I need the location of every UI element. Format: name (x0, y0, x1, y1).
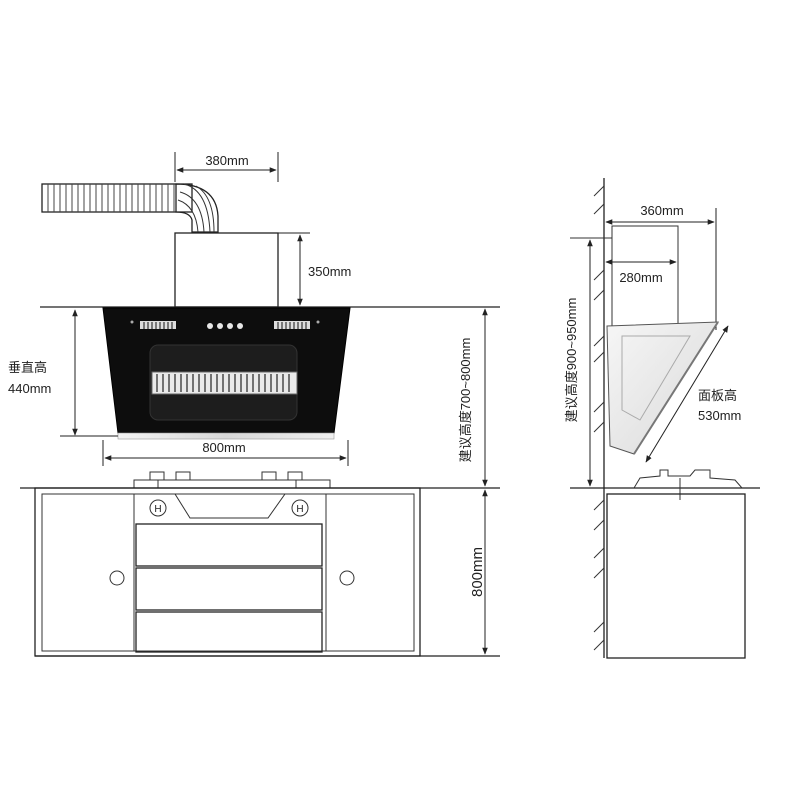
left-grille-strip (140, 321, 176, 329)
install-height-side-label: 建议高度900~950mm (564, 298, 579, 423)
chimney-height-label: 350mm (308, 264, 351, 279)
dimension-duct-width (174, 152, 279, 182)
svg-text:H: H (296, 504, 303, 515)
gas-stove (133, 471, 331, 489)
left-door-handle (109, 570, 125, 586)
vertical-height-label-line2: 440mm (8, 381, 51, 396)
side-cabinet (606, 493, 746, 659)
exhaust-duct (41, 183, 219, 233)
dimension-hood-width (102, 440, 349, 466)
panel-height-label-line1: 面板高 (698, 388, 737, 403)
side-view: 360mm 280mm 面板高 530mm 建议高度900~950mm (564, 178, 760, 659)
right-grille-strip (274, 321, 310, 329)
panel-height-label-line2: 530mm (698, 408, 741, 423)
duct-width-label: 380mm (205, 153, 248, 168)
cabinet-height-label: 800mm (469, 547, 486, 597)
dimension-chimney-height (278, 232, 310, 306)
chimney-cover (174, 232, 279, 308)
chimney-depth-label: 280mm (619, 270, 662, 285)
svg-text:H: H (154, 504, 161, 515)
hood-width-label: 800mm (202, 440, 245, 455)
dimension-side-depth (605, 208, 717, 330)
dimension-vertical-height (60, 309, 118, 437)
right-door-handle (339, 570, 355, 586)
front-view: 380mm 350mm 垂直高 440mm 800mm 建议高度700~800m… (8, 152, 500, 657)
side-depth-label: 360mm (640, 203, 683, 218)
control-buttons (207, 323, 243, 329)
dimension-panel-height (645, 325, 729, 463)
vertical-height-label-line1: 垂直高 (8, 360, 47, 375)
install-height-front-label: 建议高度700~800mm (458, 338, 473, 463)
kitchen-cabinet: H H (20, 487, 500, 657)
range-hood (102, 307, 351, 440)
side-stove (570, 469, 760, 500)
oil-filter (151, 371, 298, 395)
wall (593, 178, 605, 658)
